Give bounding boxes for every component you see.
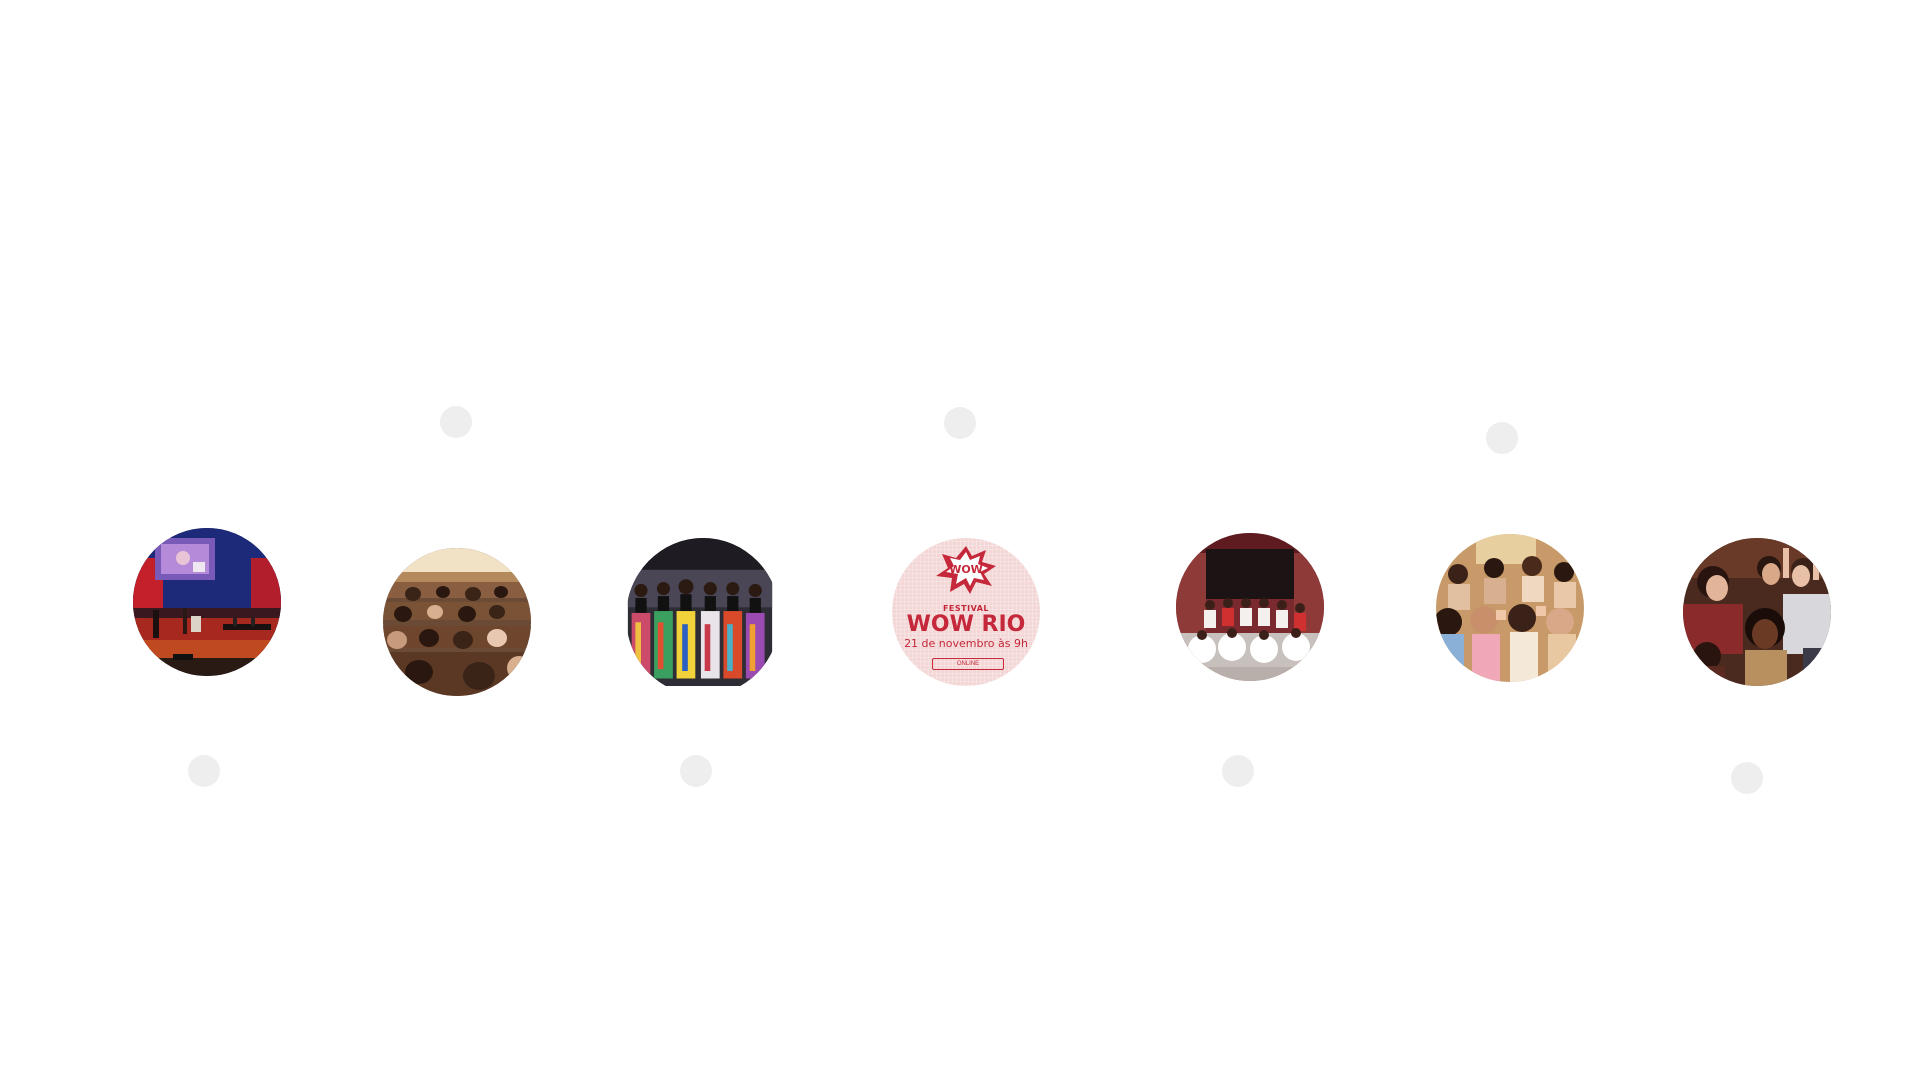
decor-dot <box>944 407 976 439</box>
decor-dot <box>440 406 472 438</box>
decor-dot <box>1222 755 1254 787</box>
performers-colorful-skirts-photo[interactable] <box>626 538 780 696</box>
clapping-audience-image <box>1436 534 1584 682</box>
decor-dot <box>1486 422 1518 454</box>
auditorium-audience-image <box>383 548 531 696</box>
auditorium-audience-photo[interactable] <box>383 548 531 696</box>
group-stage-photo[interactable] <box>1176 533 1324 681</box>
stage-event-image <box>133 528 281 676</box>
poster-title: WOW RIO <box>906 612 1026 637</box>
decor-dot <box>1731 762 1763 794</box>
wow-logo-icon: WOW <box>936 546 996 594</box>
group-stage-image <box>1176 533 1324 681</box>
cheering-crowd-image <box>1683 538 1831 686</box>
decor-dot <box>680 755 712 787</box>
poster-online-label: ONLINE <box>932 658 1004 670</box>
decor-dot <box>188 755 220 787</box>
festival-poster[interactable]: WOW FESTIVAL WOW RIO 21 de novembro às 9… <box>892 538 1040 686</box>
cheering-crowd-photo[interactable] <box>1683 538 1831 686</box>
performers-image <box>627 538 773 686</box>
poster-date: 21 de novembro às 9h <box>904 637 1028 650</box>
poster-festival-label: FESTIVAL <box>942 604 990 613</box>
stage-event-photo[interactable] <box>133 528 281 676</box>
poster-badge-text: WOW <box>949 563 983 576</box>
clapping-audience-photo[interactable] <box>1436 534 1584 682</box>
